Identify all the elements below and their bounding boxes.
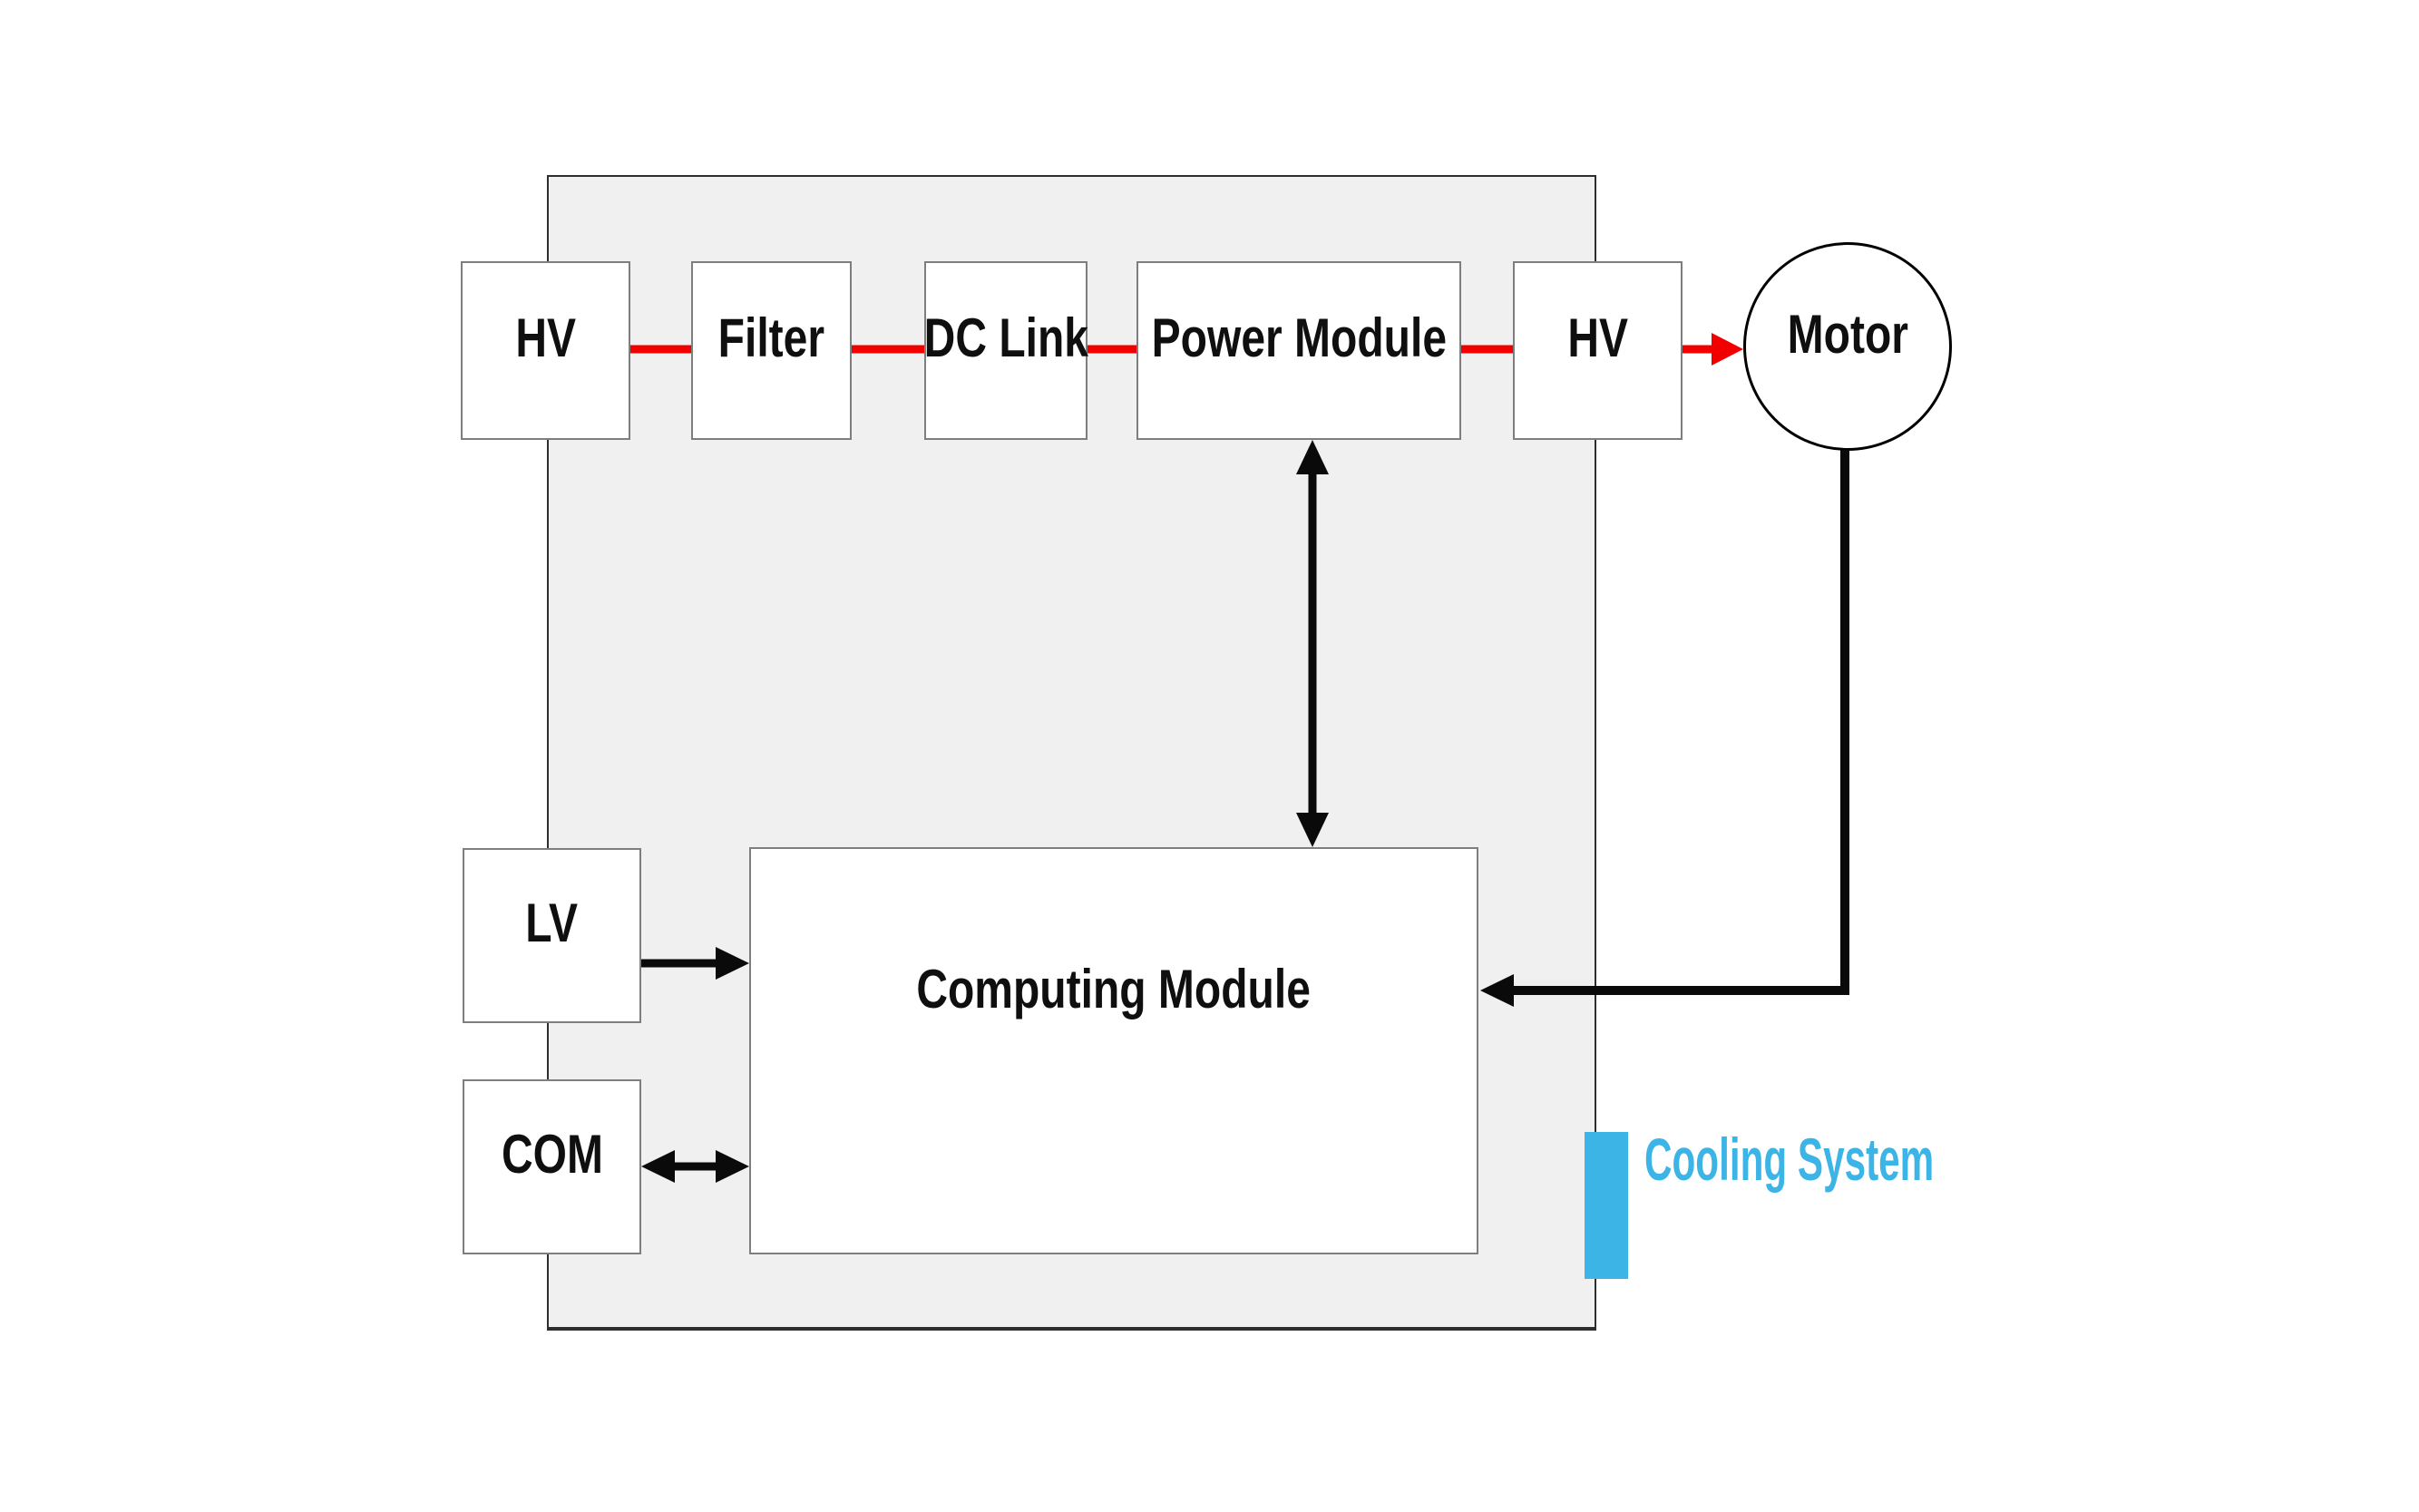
box-computing-module-label: Computing Module [916, 959, 1312, 1019]
box-com-label: COM [501, 1124, 603, 1185]
box-hv-input: HV [461, 261, 630, 440]
red-arrowhead-icon [1712, 333, 1743, 366]
box-hv-input-label: HV [515, 307, 576, 368]
motor-label: Motor [1787, 303, 1908, 365]
cooling-system-label: Cooling System [1644, 1126, 1935, 1193]
box-filter-label: Filter [717, 307, 825, 368]
wire-hv-output-to-motor [1683, 333, 1743, 366]
box-power-module-label: Power Module [1151, 307, 1447, 368]
box-filter: Filter [691, 261, 852, 440]
box-dc-link: DC Link [923, 261, 1088, 440]
box-hv-output-label: HV [1567, 307, 1628, 368]
box-lv: LV [463, 848, 641, 1023]
box-power-module: Power Module [1136, 261, 1461, 440]
motor-circle: Motor [1743, 242, 1952, 451]
box-com: COM [463, 1079, 641, 1254]
box-hv-output: HV [1513, 261, 1683, 440]
box-computing-module: Computing Module [749, 847, 1478, 1254]
box-dc-link-label: DC Link [923, 307, 1088, 368]
box-lv-label: LV [525, 893, 579, 953]
cooling-system-marker [1585, 1132, 1628, 1279]
